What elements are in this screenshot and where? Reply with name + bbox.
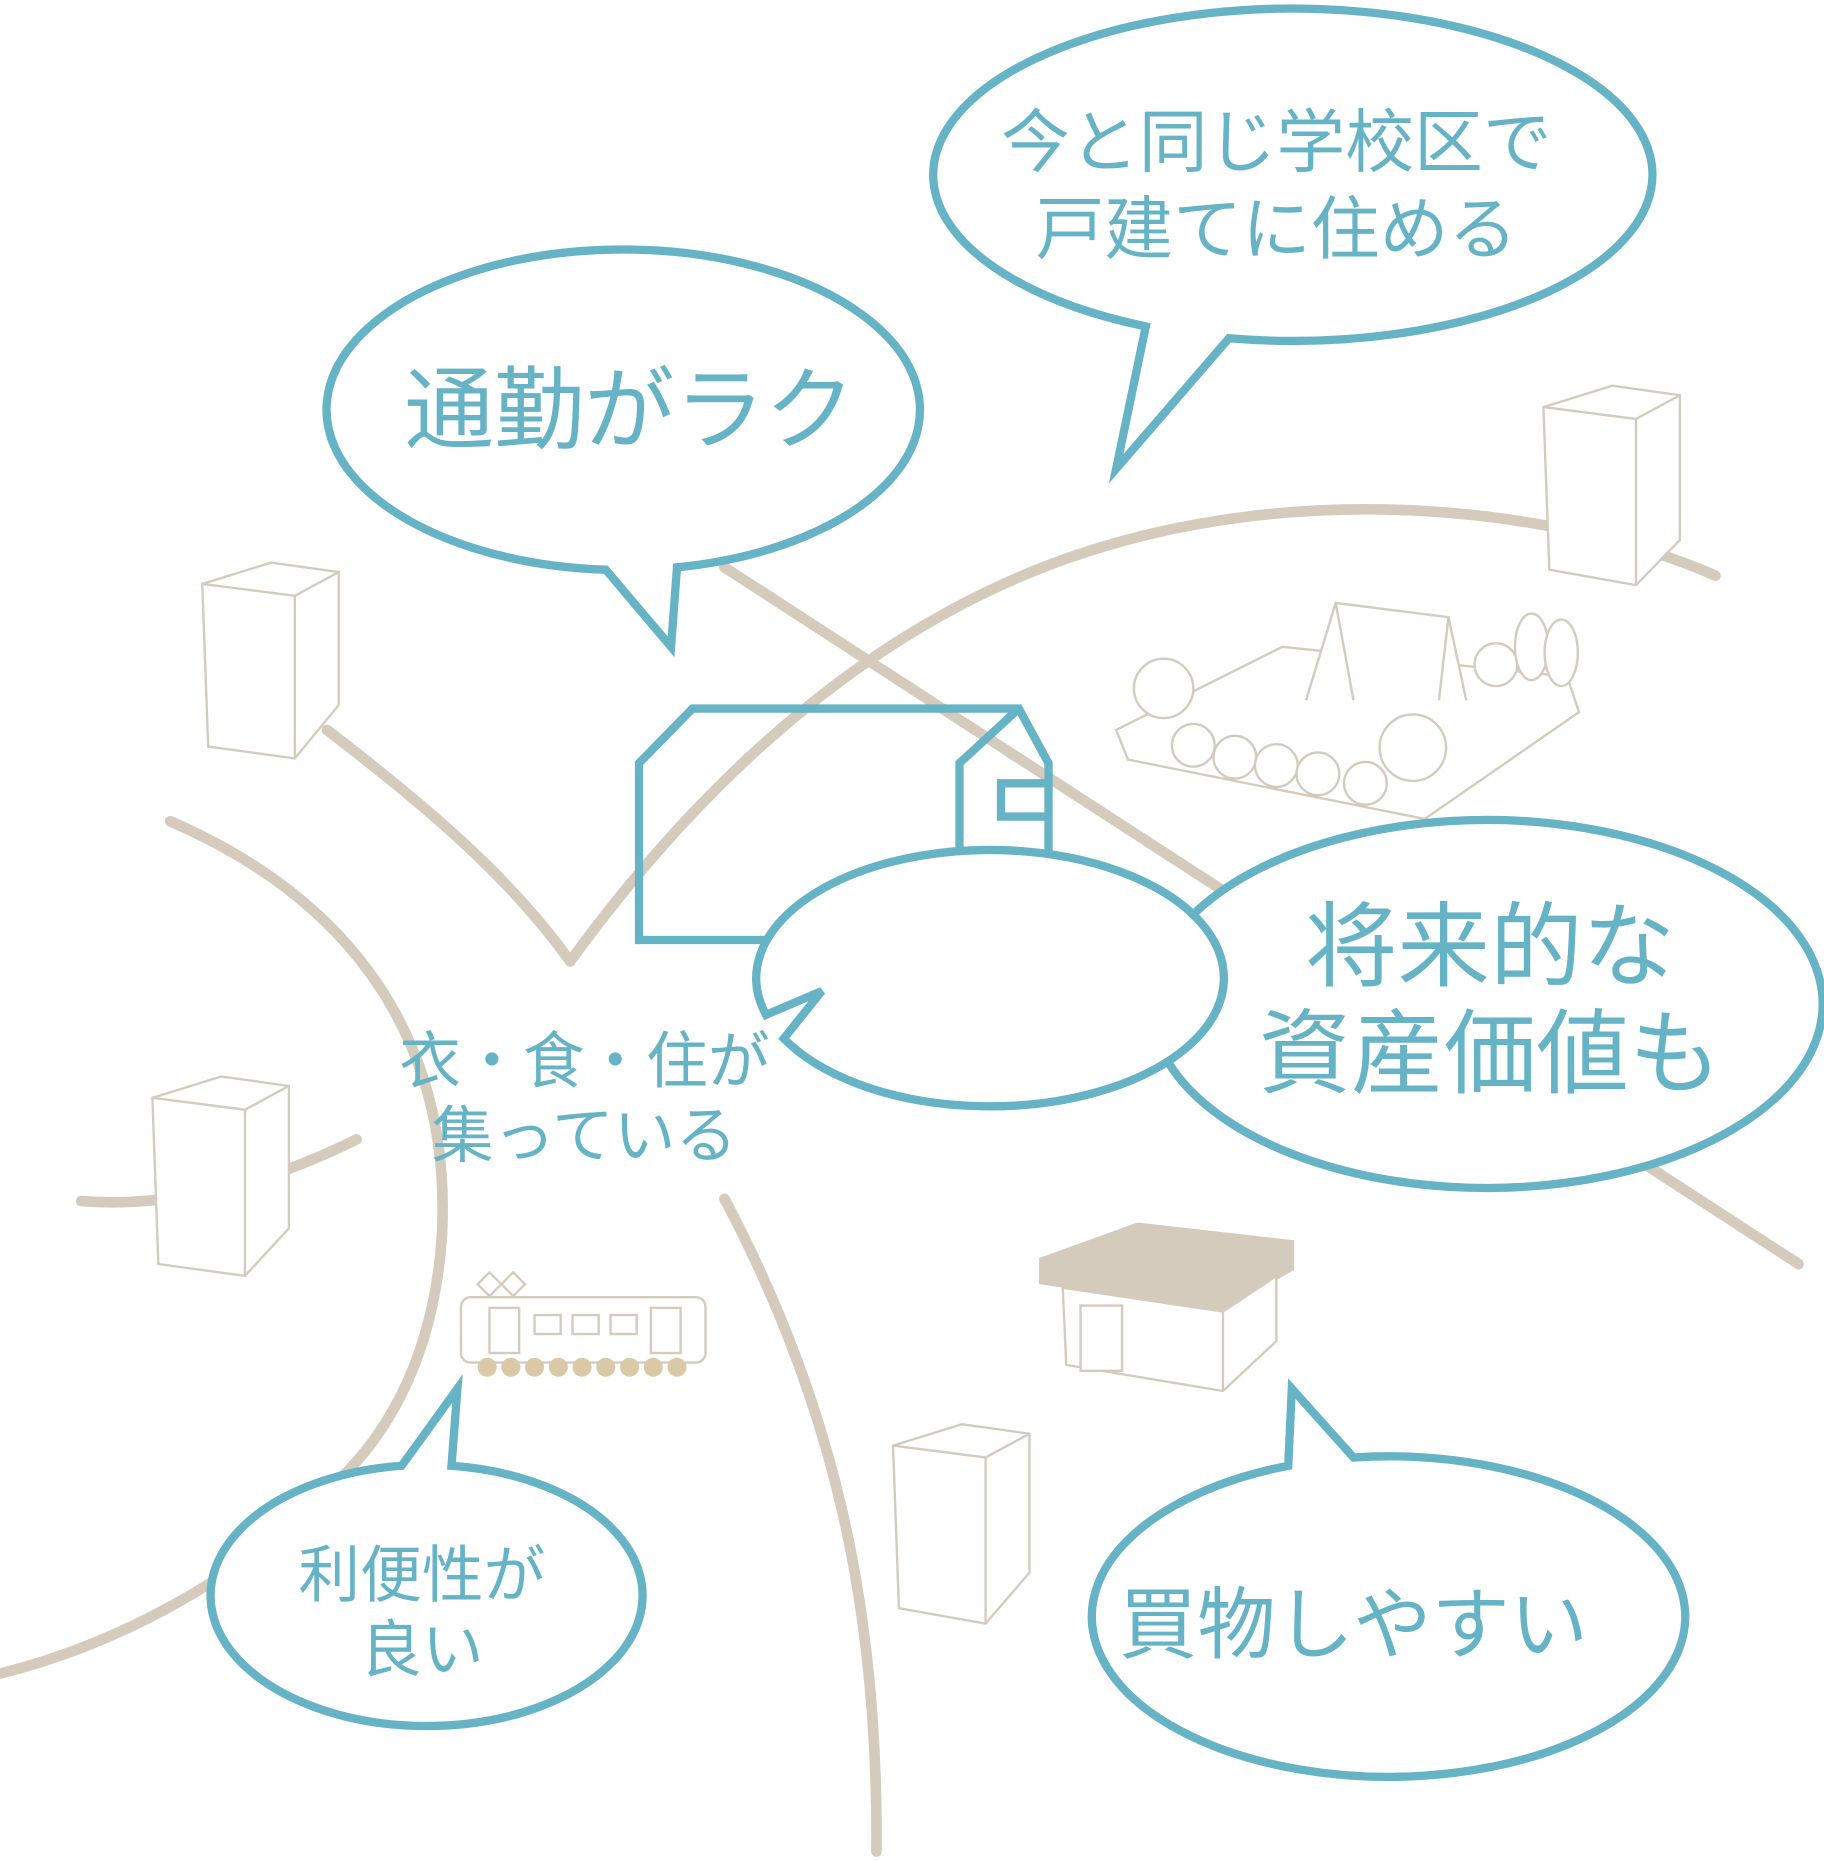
road-left-branch [321,724,576,967]
park [1114,601,1581,821]
shop-building [1038,1222,1295,1393]
speech-bubble-school: 今と同じ学校区で 戸建てに住める [929,4,1657,484]
speech-bubble-commute: 通勤がラク [322,245,925,658]
road-south [719,1193,882,1857]
apartment-building [1542,384,1682,587]
bubble-text: 将来的な [1305,893,1675,1001]
bubble-text: 今と同じ学校区で [1001,103,1552,183]
train [459,1270,707,1377]
bubble-text: 資産価値も [1259,1000,1722,1108]
road-arc-main [564,504,1721,967]
apartment-building [151,1075,291,1278]
bubble-text: 利便性が [298,1539,545,1611]
apartment-building [891,1423,1031,1625]
bubble-text: 衣・食・住が [399,1025,769,1097]
speech-bubble-convenience: 利便性が 良い [206,1374,647,1731]
bubble-text: 集っている [432,1100,737,1172]
road-left-arc [0,815,448,1679]
bubble-text: 買物しやすい [1119,1580,1588,1671]
speech-bubble-living: 衣・食・住が 集っている [399,845,1229,1172]
bubble-text: 戸建てに住める [1035,190,1517,270]
speech-bubble-shopping: 買物しやすい [1087,1378,1690,1781]
apartment-building [201,561,340,760]
bubble-text: 通勤がラク [404,359,855,464]
bubble-text: 良い [360,1614,483,1686]
speech-bubble-asset: 将来的な 資産価値も [1059,815,1824,1193]
